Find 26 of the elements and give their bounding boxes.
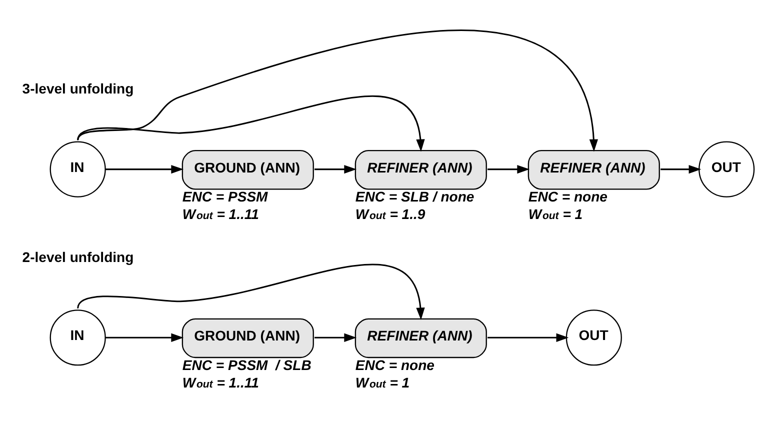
- node-label: ENC = PSSM: [182, 188, 268, 204]
- arrow: [488, 332, 569, 342]
- node-circle: OUT: [698, 140, 755, 197]
- node-label: ENC = SLB / none: [355, 188, 474, 204]
- node-label: ENC = PSSM / SLB: [182, 356, 312, 372]
- node-circle: OUT: [566, 309, 622, 366]
- arrow: [105, 164, 184, 174]
- arrow: [314, 164, 357, 174]
- label: 3-level unfolding: [22, 80, 134, 96]
- node-label: ENC = none: [355, 356, 434, 372]
- node-circle: IN: [50, 309, 106, 366]
- arrow: [77, 263, 425, 320]
- node-label: ENC = none: [528, 188, 608, 204]
- node-label: Wout = 1..11: [182, 206, 259, 222]
- arrow: [488, 164, 530, 174]
- node-label: Wout = 1..9: [355, 206, 426, 222]
- node-label: Wout = 1: [528, 206, 583, 222]
- node-label: Wout = 1..11: [182, 374, 259, 390]
- arrow: [77, 95, 425, 152]
- arrow: [77, 29, 598, 152]
- arrow: [314, 332, 357, 342]
- arrow: [105, 332, 184, 342]
- label: 2-level unfolding: [22, 248, 134, 264]
- node-label: Wout = 1: [355, 374, 410, 390]
- arrow: [660, 164, 702, 174]
- node-circle: IN: [50, 140, 106, 197]
